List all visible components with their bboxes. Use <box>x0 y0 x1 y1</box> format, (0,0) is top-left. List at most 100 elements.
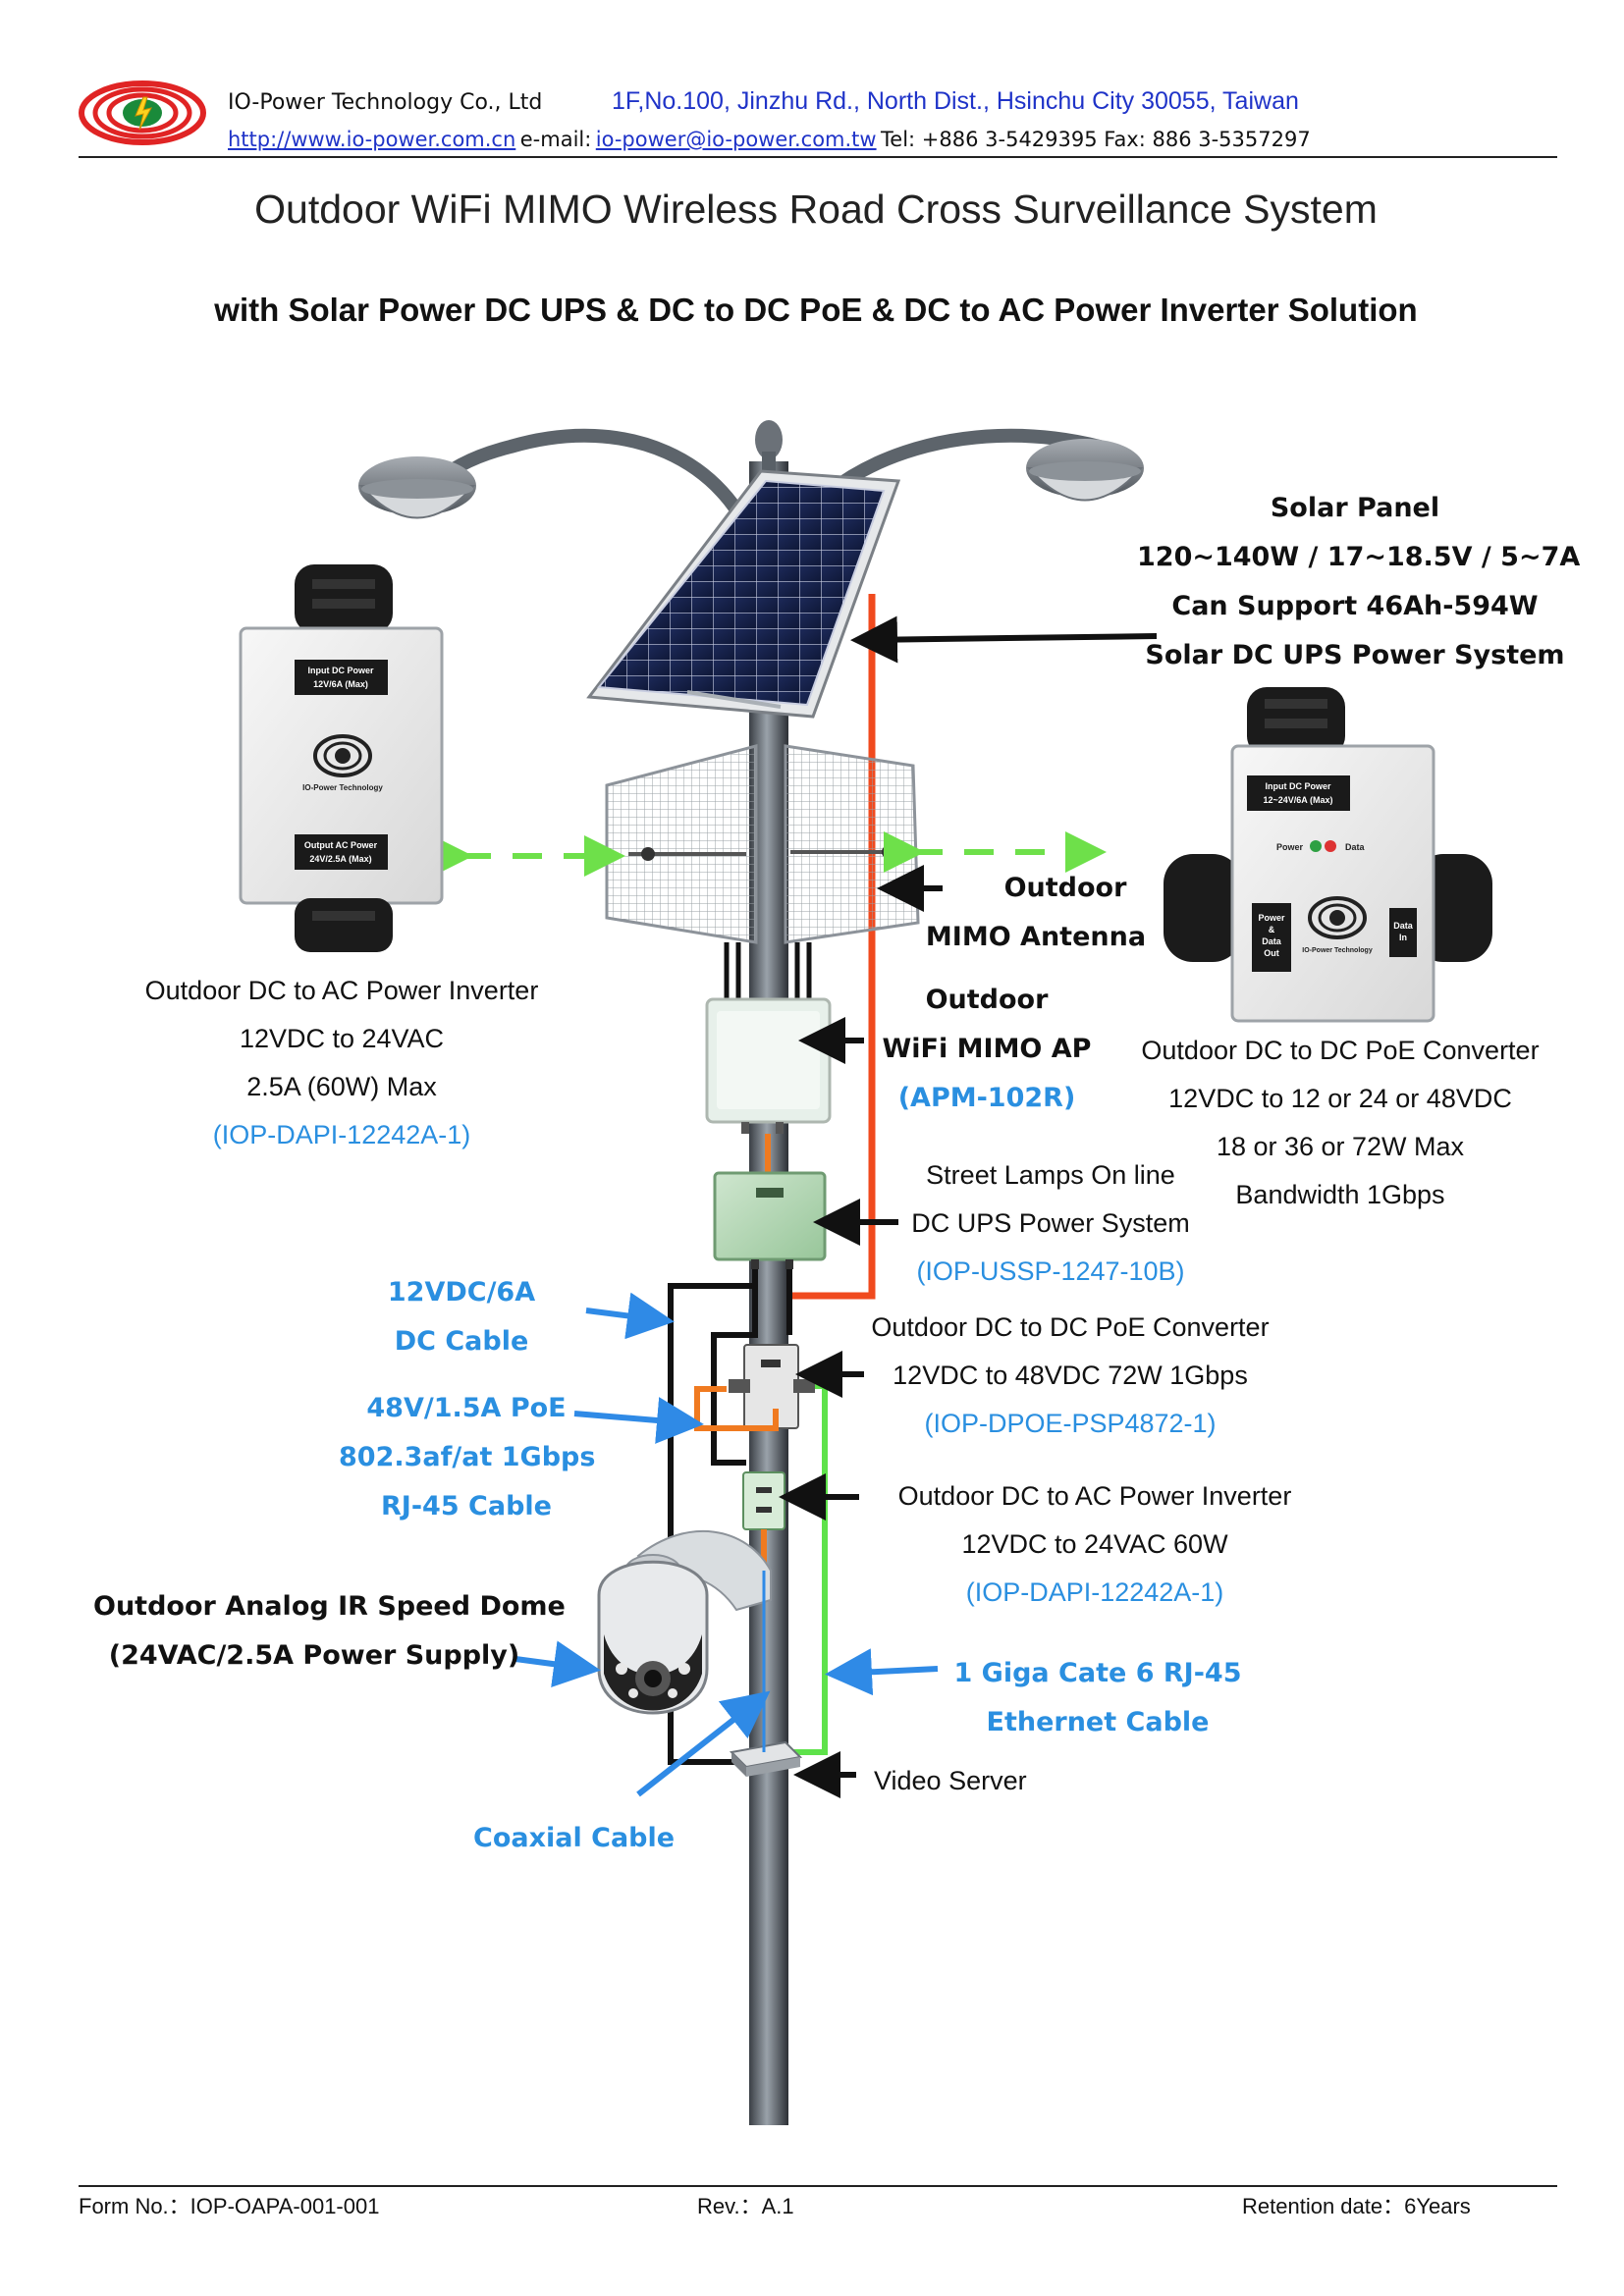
right-box-top-line2: 12~24V/6A (Max) <box>1264 795 1333 805</box>
footer-divider <box>79 2185 1557 2187</box>
poe-cable-label: 48V/1.5A PoE 802.3af/at 1Gbps RJ-45 Cabl… <box>339 1384 596 1531</box>
ups-line2: DC UPS Power System <box>911 1208 1190 1238</box>
phone-fax: Tel: +886 3-5429395 Fax: 886 3-5357297 <box>881 128 1311 151</box>
company-logo <box>79 80 206 145</box>
antenna-line1: Outdoor <box>1003 873 1127 903</box>
speed-dome-camera <box>597 1529 772 1715</box>
wifi-mimo-ap-device <box>705 997 832 1183</box>
dc-cable-line2: DC Cable <box>394 1326 529 1357</box>
poe-converter-model: (IOP-DPOE-PSP4872-1) <box>924 1409 1217 1438</box>
poe-right-line2: 12VDC to 12 or 24 or 48VDC <box>1168 1084 1512 1113</box>
right-box-port-right-2: In <box>1399 933 1407 942</box>
company-address: 1F,No.100, Jinzhu Rd., North Dist., Hsin… <box>612 87 1299 115</box>
left-box-bottom-line2: 24V/2.5A (Max) <box>309 854 371 864</box>
arrow-coax <box>636 1690 771 1797</box>
email-link[interactable]: io-power@io-power.com.tw <box>595 128 877 151</box>
left-box-brand: IO-Power Technology <box>302 783 383 792</box>
wifi-ap-line1: Outdoor <box>925 985 1049 1015</box>
page-subtitle: with Solar Power DC UPS & DC to DC PoE &… <box>214 292 1418 328</box>
ethernet-label: 1 Giga Cate 6 RJ-45 Ethernet Cable <box>950 1649 1245 1747</box>
revision: Rev.：A.1 <box>697 2194 794 2218</box>
wifi-ap-model: (APM-102R) <box>897 1083 1076 1113</box>
dc-cable-label: 12VDC/6A DC Cable <box>373 1268 550 1366</box>
ethernet-green-cable <box>790 1383 828 1755</box>
solar-line1: Solar Panel <box>1270 493 1440 523</box>
poe-cable-line3: RJ-45 Cable <box>381 1491 552 1522</box>
video-server-label: Video Server <box>874 1766 1027 1795</box>
wifi-ap-line2: WiFi MIMO AP <box>882 1034 1092 1064</box>
inverter-small-model: (IOP-DAPI-12242A-1) <box>965 1577 1224 1607</box>
email-label: e-mail: <box>519 128 592 151</box>
coax-label: Coaxial Cable <box>473 1823 676 1853</box>
inverter-left-line3: 2.5A (60W) Max <box>246 1072 437 1101</box>
arrow-poe-cable <box>573 1397 704 1444</box>
solar-panel-label: Solar Panel 120~140W / 17~18.5V / 5~7A C… <box>1137 484 1581 680</box>
poe-converter-line2: 12VDC to 48VDC 72W 1Gbps <box>893 1361 1248 1390</box>
solar-line3: Can Support 46Ah-594W <box>1171 591 1539 621</box>
blue-arrows <box>514 1292 939 1797</box>
poe-cable-line1: 48V/1.5A PoE <box>366 1393 567 1423</box>
street-lamp-left <box>358 456 476 519</box>
solar-line2: 120~140W / 17~18.5V / 5~7A <box>1137 542 1581 572</box>
left-box-bottom-line1: Output AC Power <box>304 840 378 850</box>
right-box-port-left-4: Out <box>1264 948 1279 958</box>
street-lamp-right <box>1026 439 1144 502</box>
poe-converter-line1: Outdoor DC to DC PoE Converter <box>871 1312 1270 1342</box>
right-box-port-left-1: Power <box>1258 913 1285 923</box>
contact-line: http://www.io-power.com.cn e-mail: io-po… <box>228 128 1311 151</box>
ups-model: (IOP-USSP-1247-10B) <box>916 1256 1185 1286</box>
website-link[interactable]: http://www.io-power.com.cn <box>228 128 516 151</box>
header-divider <box>79 156 1557 158</box>
inverter-small-label: Outdoor DC to AC Power Inverter 12VDC to… <box>869 1472 1321 1617</box>
antenna-cables <box>724 942 812 1001</box>
poe-cable-line2: 802.3af/at 1Gbps <box>339 1442 596 1472</box>
retention-date: Retention date：6Years <box>1242 2194 1471 2218</box>
page-title: Outdoor WiFi MIMO Wireless Road Cross Su… <box>254 187 1378 232</box>
antenna-line2: MIMO Antenna <box>925 922 1147 952</box>
ethernet-line2: Ethernet Cable <box>986 1707 1210 1737</box>
right-box-brand: IO-Power Technology <box>1302 947 1373 954</box>
arrow-ethernet <box>825 1648 939 1696</box>
solar-line4: Solar DC UPS Power System <box>1145 640 1565 670</box>
inverter-box-left: Input DC Power 12V/6A (Max) Output AC Po… <box>239 564 444 952</box>
left-box-top-line1: Input DC Power <box>308 666 374 675</box>
solar-panel <box>586 469 901 719</box>
inverter-left-line2: 12VDC to 24VAC <box>239 1024 445 1053</box>
ethernet-line1: 1 Giga Cate 6 RJ-45 <box>953 1658 1242 1688</box>
arrow-dc-cable <box>585 1292 675 1340</box>
inverter-left-line1: Outdoor DC to AC Power Inverter <box>144 976 539 1005</box>
wifi-ap-label: Outdoor WiFi MIMO AP (APM-102R) <box>859 976 1114 1123</box>
video-server-device <box>729 1740 803 1777</box>
lamp-arm-left <box>427 428 763 553</box>
right-box-port-right-1: Data <box>1393 921 1414 931</box>
right-box-top-line1: Input DC Power <box>1266 781 1331 791</box>
inverter-left-model: (IOP-DAPI-12242A-1) <box>212 1120 471 1149</box>
poe-converter-label: Outdoor DC to DC PoE Converter 12VDC to … <box>844 1304 1296 1448</box>
ups-line1: Street Lamps On line <box>926 1160 1175 1190</box>
dome-line2: (24VAC/2.5A Power Supply) <box>108 1640 520 1671</box>
poe-box-right: Input DC Power 12~24V/6A (Max) Power Dat… <box>1164 687 1492 1023</box>
inverter-small-line2: 12VDC to 24VAC 60W <box>961 1529 1228 1559</box>
form-number: Form No.：IOP-OAPA-001-001 <box>79 2194 380 2218</box>
right-box-port-left-3: Data <box>1262 936 1282 946</box>
right-box-led-power: Power <box>1276 842 1304 852</box>
black-arrows <box>779 615 1158 1798</box>
poe-right-line3: 18 or 36 or 72W Max <box>1216 1132 1465 1161</box>
poe-right-line4: Bandwidth 1Gbps <box>1235 1180 1445 1209</box>
arrow-solar <box>850 615 1158 664</box>
poe-right-label: Outdoor DC to DC PoE Converter 12VDC to … <box>1114 1027 1566 1219</box>
company-name: IO-Power Technology Co., Ltd <box>228 90 543 115</box>
antenna-label: Outdoor MIMO Antenna <box>869 864 1203 962</box>
dome-label: Outdoor Analog IR Speed Dome (24VAC/2.5A… <box>93 1582 566 1681</box>
dc-cable-line1: 12VDC/6A <box>387 1277 536 1308</box>
left-box-top-line2: 12V/6A (Max) <box>313 679 368 689</box>
dc-ups-device <box>713 1171 827 1269</box>
poe-converter-device <box>729 1344 815 1429</box>
mimo-antenna-left <box>605 744 758 944</box>
right-box-port-left-2: & <box>1269 925 1275 934</box>
ups-label: Street Lamps On line DC UPS Power System… <box>889 1151 1213 1296</box>
arrow-dome <box>514 1640 601 1688</box>
inverter-small-line1: Outdoor DC to AC Power Inverter <box>897 1481 1292 1511</box>
poe-right-line1: Outdoor DC to DC PoE Converter <box>1141 1036 1540 1065</box>
